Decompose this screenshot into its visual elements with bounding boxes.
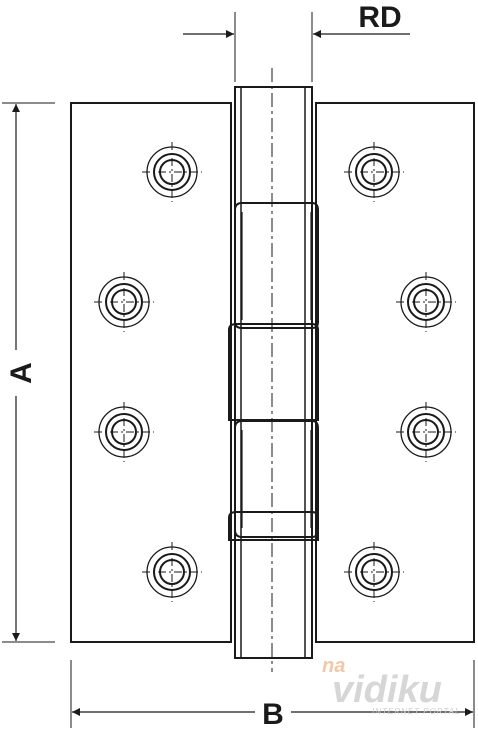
screw-hole — [142, 142, 202, 202]
svg-text:INTERNET PORTAL: INTERNET PORTAL — [372, 707, 461, 716]
screw-hole — [94, 272, 154, 332]
dimension-rd: RD — [183, 1, 410, 82]
svg-text:na: na — [322, 655, 345, 677]
screw-hole — [344, 542, 404, 602]
svg-text:vidiku: vidiku — [332, 669, 442, 711]
screw-hole — [396, 272, 456, 332]
screw-hole — [396, 402, 456, 462]
dimension-rd-label: RD — [358, 1, 401, 34]
screw-holes — [94, 142, 456, 602]
dimension-b: B — [70, 660, 475, 730]
screw-hole — [94, 402, 154, 462]
hinge-knuckle — [228, 68, 319, 672]
dimension-b-label: B — [262, 698, 284, 730]
dimension-a: A — [2, 102, 55, 643]
screw-hole — [344, 142, 404, 202]
right-hinge-leaf — [315, 102, 475, 643]
watermark-logo: na vidiku INTERNET PORTAL — [322, 655, 461, 716]
left-hinge-leaf — [70, 102, 232, 643]
screw-hole — [142, 542, 202, 602]
dimension-a-label: A — [5, 362, 38, 384]
